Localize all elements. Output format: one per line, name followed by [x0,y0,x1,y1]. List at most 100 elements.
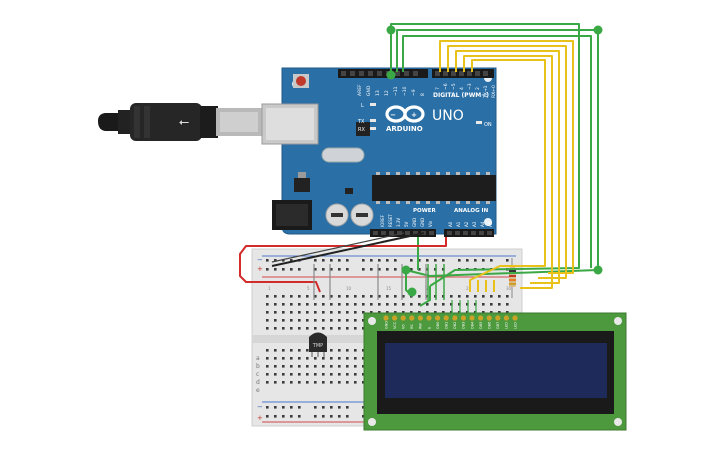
breadboard-hole[interactable] [298,268,301,271]
breadboard-hole[interactable] [274,319,277,322]
breadboard-hole[interactable] [426,259,429,262]
breadboard-hole[interactable] [330,311,333,314]
breadboard-hole[interactable] [282,357,285,360]
breadboard-hole[interactable] [410,311,413,314]
breadboard-hole[interactable] [354,303,357,306]
breadboard-hole[interactable] [266,319,269,322]
digital-header-left[interactable] [338,69,428,78]
breadboard-hole[interactable] [298,357,301,360]
breadboard-hole[interactable] [362,381,365,384]
breadboard-hole[interactable] [450,295,453,298]
breadboard-hole[interactable] [290,303,293,306]
breadboard-hole[interactable] [354,319,357,322]
breadboard-hole[interactable] [322,319,325,322]
breadboard-hole[interactable] [386,295,389,298]
breadboard-hole[interactable] [434,303,437,306]
breadboard-hole[interactable] [290,259,293,262]
breadboard-hole[interactable] [418,268,421,271]
breadboard-hole[interactable] [338,406,341,409]
breadboard-hole[interactable] [418,311,421,314]
breadboard-hole[interactable] [274,365,277,368]
breadboard-hole[interactable] [458,259,461,262]
breadboard-hole[interactable] [322,406,325,409]
breadboard-hole[interactable] [370,303,373,306]
breadboard-hole[interactable] [306,311,309,314]
breadboard-hole[interactable] [266,259,269,262]
breadboard-hole[interactable] [322,311,325,314]
lcd-pin-pad[interactable] [409,315,415,321]
breadboard-hole[interactable] [362,357,365,360]
breadboard-hole[interactable] [506,311,509,314]
breadboard-hole[interactable] [306,327,309,330]
breadboard-hole[interactable] [266,357,269,360]
breadboard-hole[interactable] [354,357,357,360]
breadboard-hole[interactable] [314,365,317,368]
breadboard-hole[interactable] [466,295,469,298]
breadboard-hole[interactable] [330,303,333,306]
breadboard-hole[interactable] [290,357,293,360]
breadboard-hole[interactable] [274,357,277,360]
breadboard-hole[interactable] [322,327,325,330]
breadboard-hole[interactable] [266,311,269,314]
breadboard-hole[interactable] [362,259,365,262]
breadboard-hole[interactable] [282,311,285,314]
breadboard-hole[interactable] [362,373,365,376]
breadboard-hole[interactable] [338,295,341,298]
breadboard-hole[interactable] [354,373,357,376]
breadboard-hole[interactable] [298,327,301,330]
breadboard-hole[interactable] [466,303,469,306]
breadboard-hole[interactable] [506,303,509,306]
breadboard-hole[interactable] [346,349,349,352]
breadboard-hole[interactable] [394,268,397,271]
breadboard-hole[interactable] [362,268,365,271]
breadboard-hole[interactable] [410,303,413,306]
breadboard-hole[interactable] [346,381,349,384]
breadboard-hole[interactable] [330,373,333,376]
breadboard-hole[interactable] [314,357,317,360]
breadboard-hole[interactable] [354,327,357,330]
breadboard-hole[interactable] [282,415,285,418]
lcd-pin-pad[interactable] [503,315,509,321]
breadboard-hole[interactable] [330,365,333,368]
breadboard-hole[interactable] [442,259,445,262]
breadboard-hole[interactable] [362,303,365,306]
lcd-pin-pad[interactable] [383,315,389,321]
breadboard-hole[interactable] [298,406,301,409]
breadboard-hole[interactable] [266,349,269,352]
breadboard-hole[interactable] [274,311,277,314]
breadboard-hole[interactable] [314,327,317,330]
breadboard-hole[interactable] [386,259,389,262]
breadboard-hole[interactable] [354,349,357,352]
breadboard-hole[interactable] [330,295,333,298]
breadboard-hole[interactable] [306,295,309,298]
lcd-pin-pad[interactable] [426,315,432,321]
breadboard-hole[interactable] [290,311,293,314]
breadboard-hole[interactable] [314,381,317,384]
breadboard-hole[interactable] [274,303,277,306]
breadboard-hole[interactable] [466,259,469,262]
breadboard-hole[interactable] [418,259,421,262]
breadboard-hole[interactable] [314,319,317,322]
breadboard-hole[interactable] [338,303,341,306]
breadboard-hole[interactable] [274,373,277,376]
breadboard-hole[interactable] [434,259,437,262]
breadboard-hole[interactable] [378,295,381,298]
breadboard-hole[interactable] [330,327,333,330]
breadboard-hole[interactable] [362,319,365,322]
breadboard-hole[interactable] [282,406,285,409]
breadboard-hole[interactable] [330,319,333,322]
breadboard-hole[interactable] [314,373,317,376]
analog-header[interactable] [444,229,494,237]
breadboard-hole[interactable] [362,365,365,368]
breadboard-hole[interactable] [290,319,293,322]
breadboard-hole[interactable] [418,295,421,298]
breadboard-hole[interactable] [266,268,269,271]
breadboard-hole[interactable] [322,381,325,384]
breadboard-hole[interactable] [346,327,349,330]
breadboard-hole[interactable] [330,406,333,409]
breadboard-hole[interactable] [282,373,285,376]
breadboard-hole[interactable] [482,303,485,306]
breadboard-hole[interactable] [330,268,333,271]
breadboard-hole[interactable] [378,311,381,314]
